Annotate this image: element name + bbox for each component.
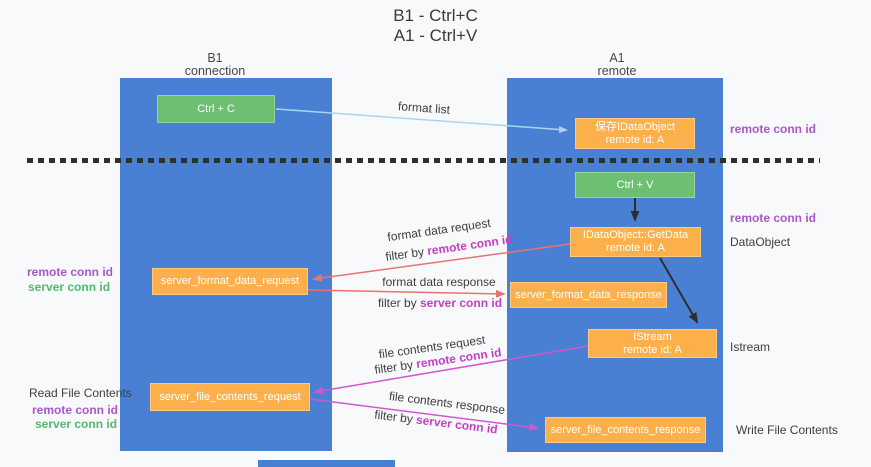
filter-prefix-1: filter by — [384, 244, 429, 264]
node-format-request-label: server_format_data_request — [160, 275, 300, 287]
node-getdata-line2: remote id: A — [606, 242, 665, 254]
filter-id-2: server conn id — [419, 296, 503, 310]
title-line-2: A1 - Ctrl+V — [393, 26, 478, 45]
filter-prefix-4: filter by — [373, 407, 417, 427]
label-filter-by-server-1: filter by server conn id — [378, 296, 502, 310]
node-server-file-contents-response: server_file_contents_response — [545, 417, 706, 443]
side-istream-label: Istream — [730, 340, 771, 354]
side-remote-conn-id-left-2: remote conn id — [32, 403, 119, 417]
side-server-conn-id-left-2: server conn id — [35, 417, 118, 431]
side-dataobject-label: DataObject — [730, 235, 791, 249]
node-istream-line1: IStream — [633, 330, 672, 343]
node-save-idataobject-line1: 保存IDataObject — [594, 120, 676, 133]
side-write-file-contents: Write File Contents — [736, 423, 838, 437]
lane-header-left: B1 connection — [165, 52, 265, 78]
lane-right-name: A1 — [609, 51, 625, 65]
node-format-response-label: server_format_data_response — [515, 288, 662, 301]
lane-header-right: A1 remote — [567, 52, 667, 78]
node-istream: IStream remote id: A — [588, 329, 717, 358]
diagram-title: B1 - Ctrl+C A1 - Ctrl+V — [0, 6, 871, 46]
label-format-list: format list — [397, 99, 451, 117]
dashed-divider-line — [27, 158, 820, 163]
node-file-request-label: server_file_contents_request — [159, 390, 301, 403]
node-file-response-label: server_file_contents_response — [550, 423, 701, 436]
filter-prefix-2: filter by — [377, 296, 420, 310]
side-server-conn-id-left-1: server conn id — [28, 280, 111, 294]
filter-id-4: server conn id — [415, 412, 499, 437]
node-save-idataobject: 保存IDataObject remote id: A — [575, 118, 695, 149]
node-ctrl-c: Ctrl + C — [157, 95, 275, 123]
node-save-idataobject-line2: remote id: A — [605, 133, 665, 146]
node-server-format-data-request: server_format_data_request — [152, 268, 308, 295]
lane-right-role: remote — [597, 64, 637, 78]
side-remote-conn-id-left-1: remote conn id — [27, 265, 114, 279]
title-line-1: B1 - Ctrl+C — [393, 6, 478, 25]
node-istream-line2: remote id: A — [623, 343, 682, 356]
arrow-format-data-response — [307, 289, 506, 298]
node-getdata-line1: IDataObject::GetData — [582, 229, 689, 241]
side-remote-conn-id-top-right: remote conn id — [730, 122, 817, 136]
lane-left-name: B1 — [207, 51, 223, 65]
node-idataobject-getdata: IDataObject::GetData remote id: A — [570, 227, 701, 257]
node-ctrl-v: Ctrl + V — [575, 172, 695, 198]
lane-left-role: connection — [184, 64, 246, 78]
node-server-format-data-response: server_format_data_response — [510, 282, 667, 308]
side-remote-conn-id-mid-right: remote conn id — [730, 211, 817, 225]
label-format-data-response: format data response — [382, 275, 496, 289]
node-server-file-contents-request: server_file_contents_request — [150, 383, 310, 411]
lane-bottom-stub — [258, 460, 395, 467]
side-read-file-contents: Read File Contents — [29, 386, 132, 400]
node-ctrl-c-label: Ctrl + C — [197, 102, 235, 115]
node-ctrl-v-label: Ctrl + V — [616, 178, 654, 191]
